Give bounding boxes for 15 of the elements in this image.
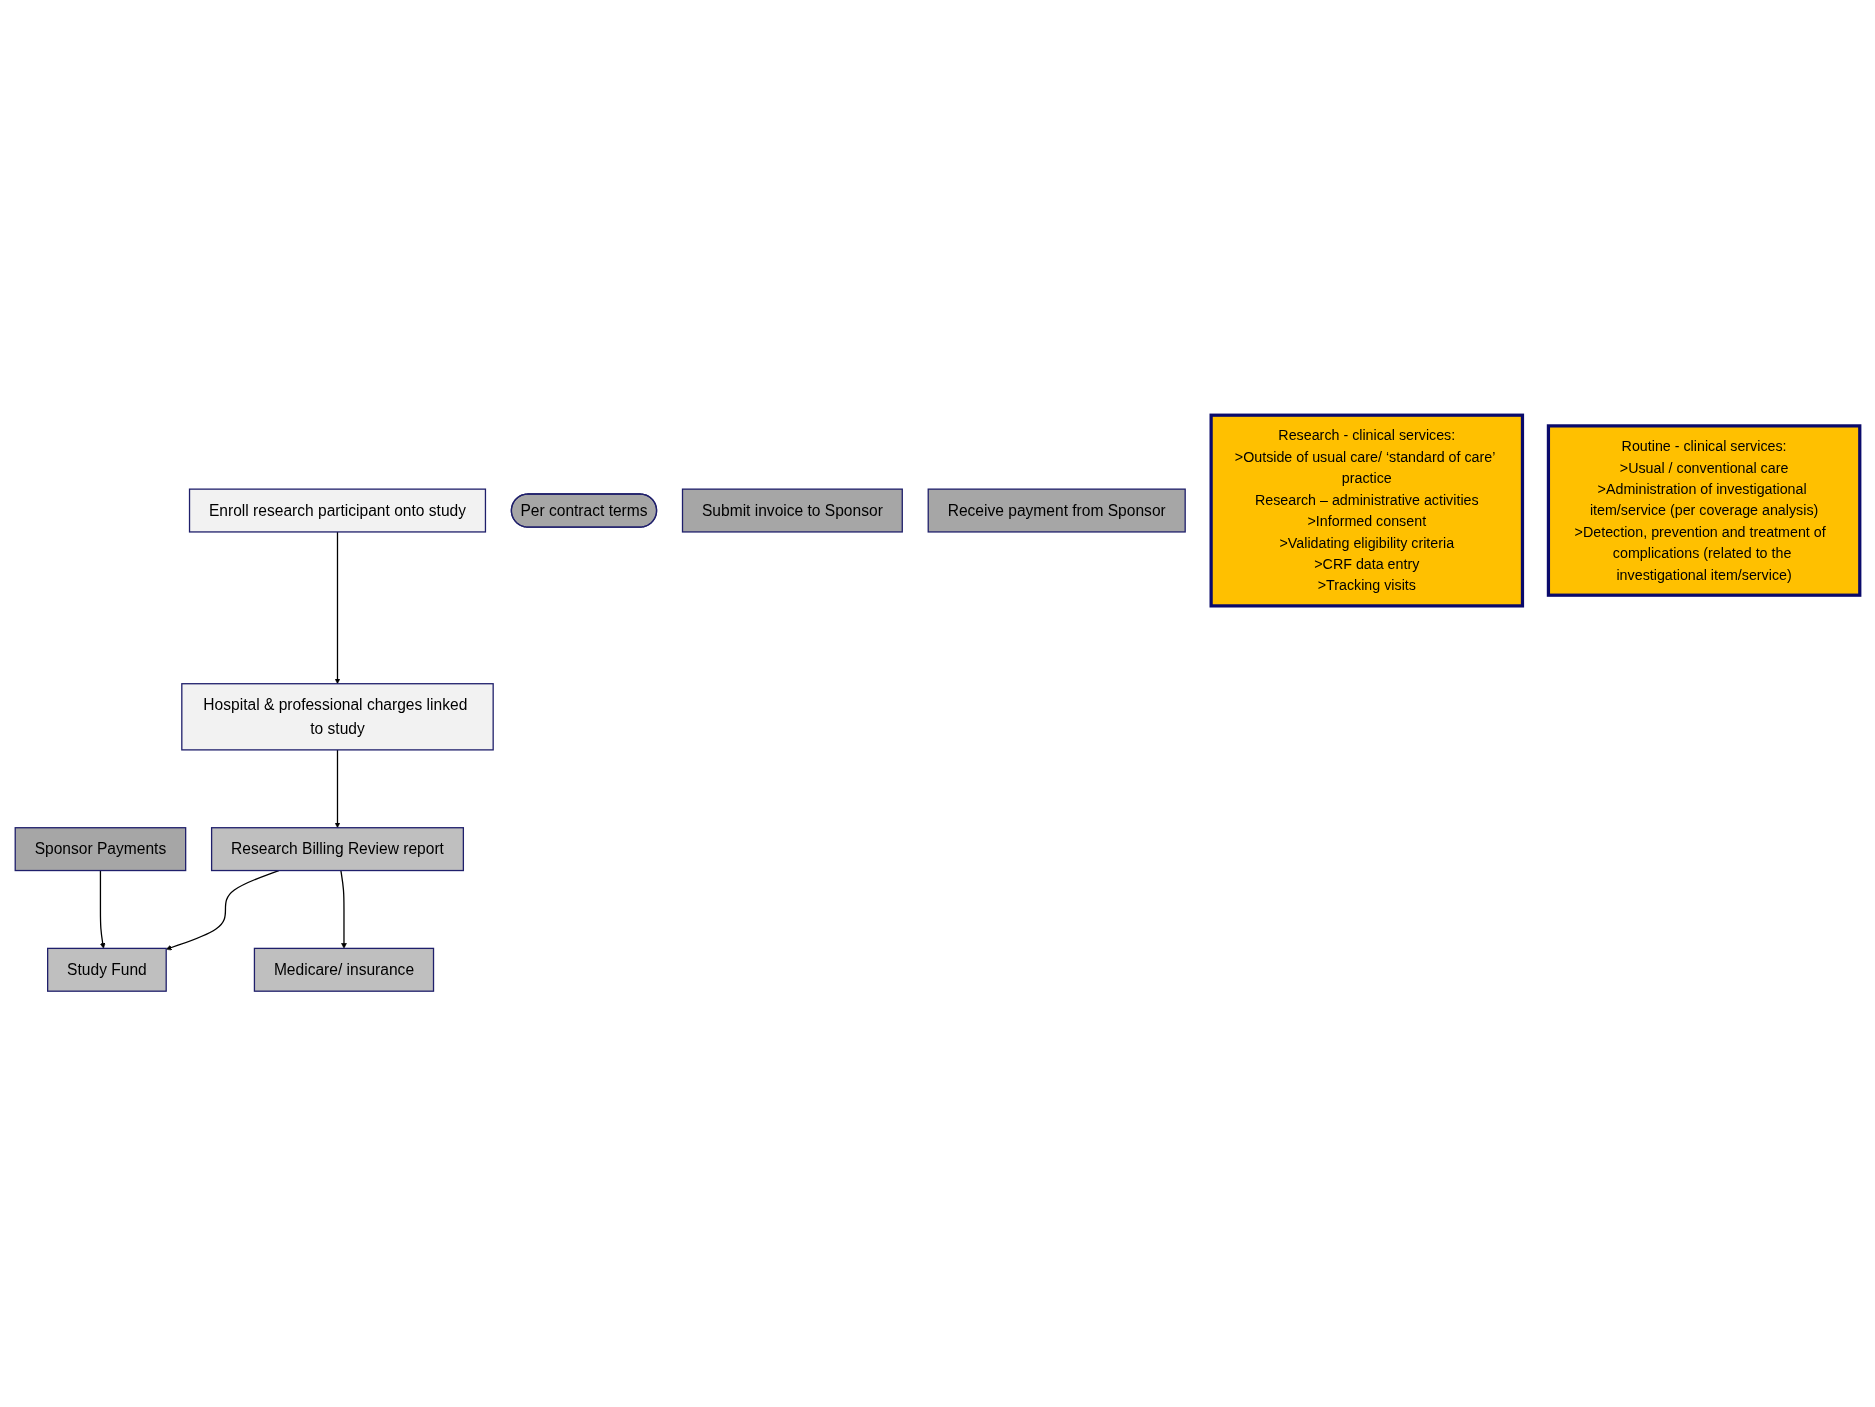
- node-box: Study Fund: [47, 948, 167, 993]
- node-box: Routine - clinical services: >Usual / conventional care >Administration of investigational item/service (per coverage analysis) >Detection, prevention and treatment of complications (related to the investigational item/service): [1546, 424, 1862, 598]
- node-box: Medicare/ insurance: [253, 948, 435, 993]
- node-box: Hospital & professional charges linked to study: [181, 683, 494, 751]
- arrow: [340, 870, 347, 949]
- node-box: Research - clinical services: >Outside of usual care/ ‘standard of care’ practice Research – administrative activities >Informed consent >Validating eligibility criteria >CRF data entry >Tracking visits: [1209, 413, 1525, 608]
- arrow: [334, 531, 341, 685]
- node-box: Receive payment from Sponsor: [927, 488, 1186, 533]
- node-box: Research Billing Review report: [210, 827, 464, 872]
- arrow: [165, 870, 280, 951]
- arrow: [334, 749, 341, 829]
- arrow: [99, 870, 106, 949]
- node-box: Enroll research participant onto study: [188, 488, 487, 533]
- node-box: Sponsor Payments: [14, 827, 187, 872]
- node-box: Submit invoice to Sponsor: [681, 488, 903, 533]
